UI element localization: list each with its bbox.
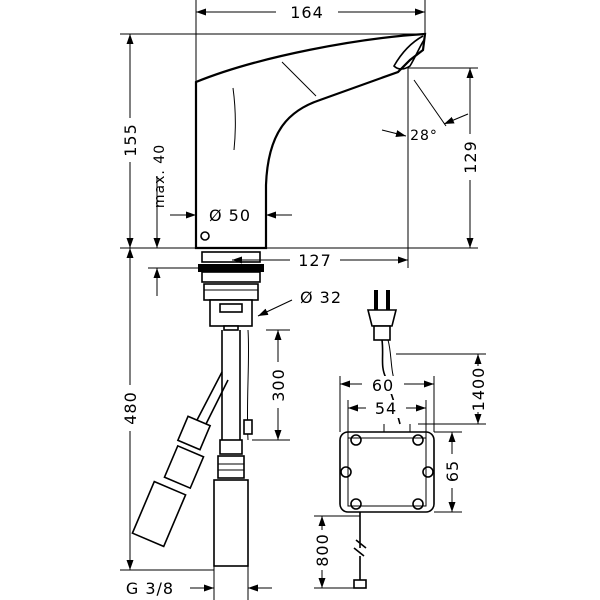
dimension-cable-length-top: 1400 [396, 353, 488, 425]
sensor-icon [200, 231, 210, 241]
dimension-spout-angle: 28° [381, 68, 469, 268]
dim-label-spout-reach: 127 [298, 251, 332, 270]
dimension-spout-reach: 127 [232, 250, 408, 270]
dim-label-top-width: 164 [290, 3, 324, 22]
dim-label-spout-angle: 28° [410, 128, 438, 144]
dim-label-thread-size: G 3/8 [126, 579, 174, 598]
dimension-box-height: 65 [434, 431, 462, 513]
dimension-thread-size: G 3/8 [126, 566, 272, 600]
dim-label-cable-length-bottom: 800 [313, 533, 332, 567]
dim-label-base-diameter: Ø 50 [209, 206, 251, 225]
dim-label-box-width-outer: 60 [372, 376, 394, 395]
control-box [339, 424, 435, 589]
hose-assembly [131, 329, 253, 567]
dim-label-hole-diameter: Ø 32 [300, 288, 342, 307]
dimension-cable-length-bottom: 800 [312, 515, 360, 589]
dimension-hose-length: 300 [252, 329, 290, 441]
dim-label-hose-length: 300 [269, 368, 288, 402]
dim-label-cable-length-top: 1400 [469, 367, 488, 412]
dim-label-box-width-inner: 54 [375, 399, 397, 418]
faucet-body [194, 32, 427, 250]
dim-label-spout-height: 129 [461, 140, 480, 174]
dimension-box-width-outer: 60 [339, 376, 435, 432]
dimension-top-width: 164 [195, 0, 426, 82]
dim-label-max-height: max. 40 [152, 144, 168, 208]
dimension-total-height: 155 [120, 33, 425, 249]
dimension-base-diameter: Ø 50 [170, 206, 292, 225]
dimension-below-counter: 480 [120, 248, 214, 571]
dimension-max-height: max. 40 [148, 144, 200, 296]
power-plug [366, 290, 401, 425]
dimension-box-width-inner: 54 [347, 399, 427, 438]
dim-label-total-height: 155 [121, 123, 140, 157]
dim-label-box-height: 65 [443, 460, 462, 482]
mounting-assembly [196, 247, 266, 331]
dimension-spout-height: 129 [266, 67, 480, 249]
valve-cartridge-right [213, 479, 249, 567]
valve-cartridge-left [131, 480, 187, 548]
dimension-hole-diameter: Ø 32 [257, 288, 342, 317]
dim-label-below-counter: 480 [121, 391, 140, 425]
